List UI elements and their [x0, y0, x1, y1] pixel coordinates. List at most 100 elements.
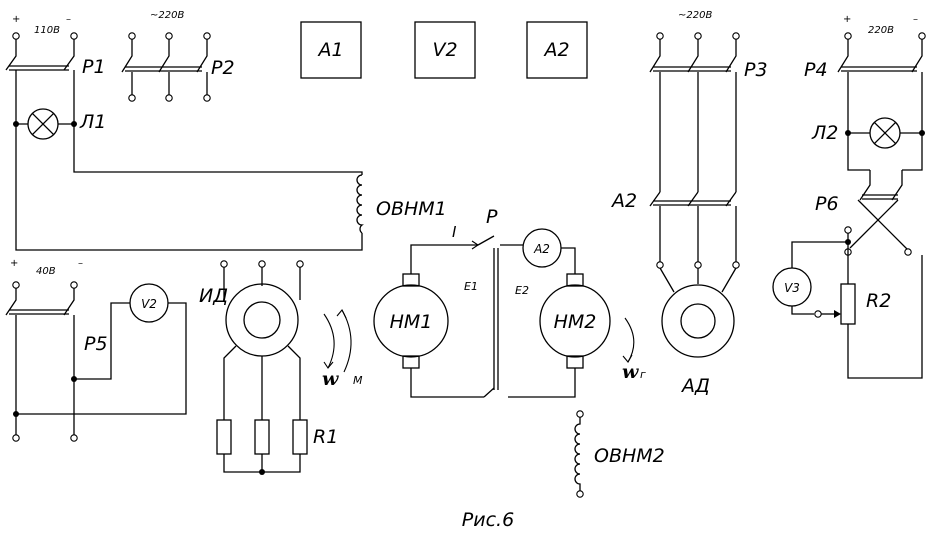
r1-resistor-1 [216, 419, 232, 455]
r1-star-junction [259, 469, 265, 475]
p1-switch-group: + 110В – P1 Л1 ОВНМ1 [5, 14, 447, 251]
lamp-l2 [869, 117, 901, 149]
nm2-brush-top [566, 273, 584, 287]
p4-mechanical-link [841, 66, 917, 72]
ad-leads [659, 267, 737, 293]
p4-label: P4 [804, 59, 828, 81]
voltmeter-v2-label: V2 [141, 297, 157, 311]
p3-label: P3 [744, 59, 768, 81]
p5-voltage-label: 40В [36, 266, 56, 277]
p2-terminal-1 [128, 32, 136, 40]
id-stator-leads [223, 267, 301, 300]
p1-blades [5, 39, 75, 71]
wg-rotation-arc [624, 317, 635, 363]
p3-terminal-3 [732, 32, 740, 40]
p3-voltage-label: ~220В [678, 10, 712, 21]
p1-label: P1 [82, 56, 106, 78]
r2-label: R2 [866, 290, 891, 312]
id-terminal-2 [258, 260, 266, 268]
r1-resistor-3 [292, 419, 308, 455]
p5-terminal-out-plus [12, 434, 20, 442]
l1-junction-right [71, 121, 77, 127]
p-switch-wiring [500, 244, 576, 398]
a2-contactor-label: A2 [610, 190, 637, 212]
nm2-machine [539, 284, 611, 358]
m-torque-arrowhead [336, 309, 347, 319]
a2-contactor-leads [659, 206, 737, 262]
p2-voltage-label: ~220В [150, 10, 184, 21]
p5-mechanical-link [9, 309, 69, 315]
lamp-l2-cross [873, 121, 897, 145]
instrument-a2-label: A2 [542, 39, 569, 61]
instrument-box-a2 [526, 21, 588, 79]
a2-contactor-blades [649, 191, 737, 207]
p5-switch-group: + 40В – P5 V2 [5, 258, 187, 442]
nm2-brush-bottom [566, 355, 584, 369]
ovnm2-label: ОВНМ2 [594, 445, 665, 467]
l1-junction-left [13, 121, 19, 127]
ad-terminal-3 [732, 261, 740, 269]
e1-label: E1 [464, 280, 478, 293]
ovnm1-label: ОВНМ1 [376, 198, 447, 220]
current-i-label: I [452, 223, 457, 241]
nm1-brush-top [402, 273, 420, 287]
voltmeter-v3 [772, 267, 812, 307]
p6-reversing-cross [849, 199, 909, 251]
p4-leads [847, 72, 923, 171]
instrument-a1-label: A1 [316, 39, 343, 61]
ad-terminal-2 [694, 261, 702, 269]
p2-terminal-3 [203, 32, 211, 40]
p6-terminal-1 [844, 226, 852, 234]
p1-plus-label: + [12, 14, 20, 25]
p5-minus-label: – [78, 258, 83, 269]
l2-label: Л2 [811, 122, 838, 144]
r2-wiper-arrowhead [834, 310, 841, 318]
p4-plus-label: + [843, 14, 851, 25]
p1-minus-label: – [66, 14, 71, 25]
p3-switch-group: ~220В P3 A2 АД [610, 10, 768, 397]
p5-terminal-plus [12, 281, 20, 289]
voltmeter-v2 [129, 283, 169, 323]
nm1-machine [373, 284, 449, 358]
r1-label: R1 [313, 426, 338, 448]
p4-voltage-label: 220В [868, 25, 894, 36]
l2-junction-right [919, 130, 925, 136]
nm1-label: НМ1 [390, 311, 433, 333]
r1-resistor-2 [254, 419, 270, 455]
ad-label: АД [680, 375, 710, 397]
ad-terminal-1 [656, 261, 664, 269]
p3-terminal-1 [656, 32, 664, 40]
w-label: w [322, 368, 339, 390]
id-rotor [243, 301, 281, 339]
r2-wiring [847, 242, 923, 379]
instrument-boxes: A1 V2 A2 [300, 21, 588, 79]
p3-terminal-2 [694, 32, 702, 40]
r2-wiper-terminal [814, 310, 822, 318]
p2-terminal-6 [203, 94, 211, 102]
e2-label: E2 [515, 284, 529, 297]
ovnm2-winding [574, 417, 581, 491]
p6-terminal-3 [904, 248, 912, 256]
p4-terminal-minus [918, 32, 926, 40]
nm2-label: НМ2 [554, 311, 597, 333]
figure-caption: Рис.6 [462, 509, 514, 531]
id-terminal-3 [296, 260, 304, 268]
p2-terminal-4 [128, 94, 136, 102]
p6-label: P6 [815, 193, 839, 215]
l1-label: Л1 [79, 111, 106, 133]
p5-label: P5 [84, 333, 108, 355]
p2-mechanical-link [125, 66, 202, 72]
voltmeter-v3-label: V3 [784, 281, 800, 295]
p-label: P [486, 206, 498, 228]
instrument-box-v2 [414, 21, 476, 79]
p4-minus-label: – [913, 14, 918, 25]
p2-label: P2 [211, 57, 235, 79]
p1-voltage-label: 110В [34, 25, 60, 36]
id-machine-group: ИД R1 [199, 260, 338, 475]
p4-terminal-plus [844, 32, 852, 40]
p3-mechanical-link [653, 66, 731, 72]
p-switch-bar [493, 248, 499, 390]
p4-switch-group: + 220В – P4 Л2 P6 V3 R2 [772, 14, 926, 379]
ovnm2-terminal-top [576, 410, 584, 418]
p1-terminal-plus [12, 32, 20, 40]
